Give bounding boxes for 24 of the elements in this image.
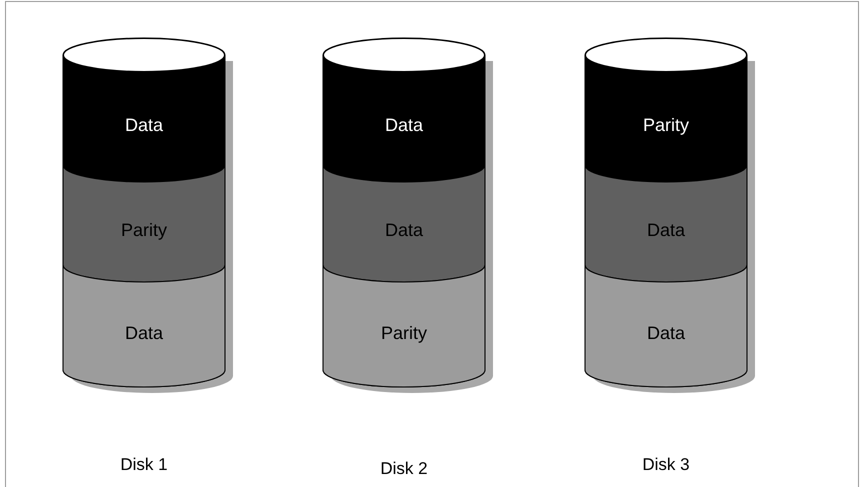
segment-label: Parity <box>120 220 168 241</box>
disk-segment <box>63 165 225 282</box>
disk-top-ellipse <box>323 38 485 72</box>
disk-top-ellipse <box>585 38 747 72</box>
segment-label: Data <box>124 115 164 136</box>
disk-segment <box>585 265 747 387</box>
disk-label: Disk 3 <box>641 455 691 475</box>
disk-segment <box>585 55 747 182</box>
disk-segment <box>585 165 747 282</box>
disk-segment <box>63 55 225 182</box>
segment-label: Parity <box>380 322 428 344</box>
disk-segment <box>323 265 485 387</box>
disk-label: Disk 1 <box>119 455 169 475</box>
segment-label: Data <box>384 220 424 241</box>
segment-label: Data <box>646 220 686 241</box>
segment-label: Data <box>124 322 164 344</box>
disk-label: Disk 2 <box>379 459 429 479</box>
disk-segment <box>323 165 485 282</box>
segment-label: Data <box>646 322 686 344</box>
disk-top-ellipse <box>63 38 225 72</box>
disk-segment <box>323 55 485 182</box>
disk-segment <box>63 265 225 387</box>
segment-label: Data <box>384 115 424 136</box>
segment-label: Parity <box>642 115 690 136</box>
